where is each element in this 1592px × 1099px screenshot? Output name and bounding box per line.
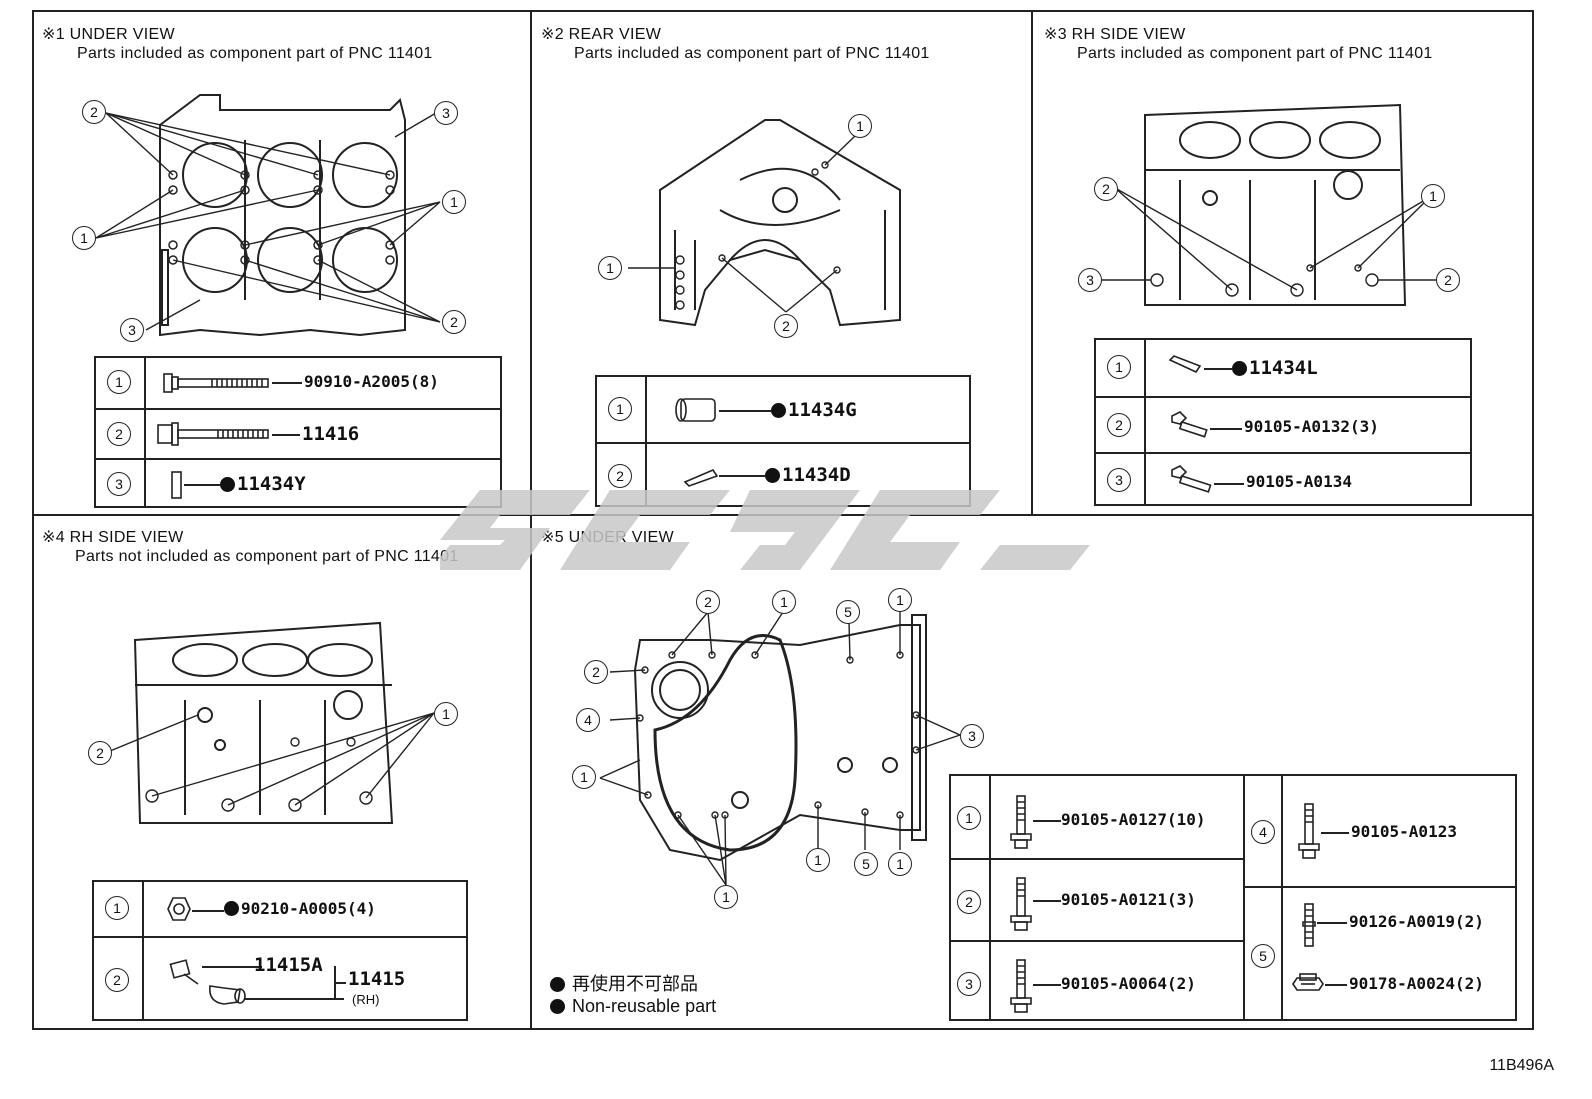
watermark-logo bbox=[440, 490, 1090, 570]
parts-table-1: 1 90910-A2005(8) 2 11416 3 11434Y bbox=[94, 356, 502, 508]
part-number: 90210-A0005(4) bbox=[224, 899, 376, 918]
part-number: 90105-A0123 bbox=[1351, 822, 1457, 841]
callout-1-left: 1 bbox=[598, 256, 622, 280]
callout-2-top: 2 bbox=[696, 590, 720, 614]
callout-1-right: 1 bbox=[434, 702, 458, 726]
diagram-frame bbox=[32, 10, 1534, 1030]
panel-3-title: ※3 RH SIDE VIEW bbox=[1044, 26, 1186, 43]
engine-block-rear-view bbox=[628, 119, 901, 327]
callout-1-top-right: 1 bbox=[888, 588, 912, 612]
part-number: 90105-A0132(3) bbox=[1244, 417, 1379, 436]
callout-4-left: 4 bbox=[576, 708, 600, 732]
callout-2-left: 2 bbox=[584, 660, 608, 684]
table-row: 2 11416 bbox=[96, 408, 500, 458]
callout-3-left: 3 bbox=[1078, 268, 1102, 292]
table-row: 4 90105-A0123 bbox=[1245, 776, 1515, 886]
table-row: 1 90910-A2005(8) bbox=[96, 358, 500, 408]
panel-4-subtitle: Parts not included as component part of … bbox=[75, 548, 459, 565]
part-number: 90126-A0019(2) bbox=[1349, 912, 1484, 931]
callout-1-right: 1 bbox=[442, 190, 466, 214]
table-row: 1 11434L bbox=[1096, 340, 1470, 396]
callout-1-bottom-right: 1 bbox=[888, 852, 912, 876]
part-note: (RH) bbox=[352, 992, 380, 1007]
figure-id: 11B496A bbox=[1489, 1057, 1554, 1074]
table-row: 3 90105-A0134 bbox=[1096, 452, 1470, 506]
callout-1-bottom-center: 1 bbox=[714, 885, 738, 909]
divider-v1 bbox=[530, 10, 532, 1030]
non-reusable-dot-icon bbox=[220, 477, 235, 492]
non-reusable-dot-icon bbox=[765, 468, 780, 483]
table-row: 5 90126-A0019(2) 90178-A0024(2) bbox=[1245, 886, 1515, 1021]
part-number: 90105-A0121(3) bbox=[1061, 890, 1196, 909]
table-row: 1 90210-A0005(4) bbox=[94, 882, 466, 936]
panel-4-title: ※4 RH SIDE VIEW bbox=[42, 529, 184, 546]
table-row: 3 11434Y bbox=[96, 458, 500, 508]
callout-2-top: 2 bbox=[82, 100, 106, 124]
engine-block-rh-side-view-4 bbox=[109, 621, 435, 824]
divider-v2 bbox=[1031, 10, 1033, 515]
table-row: 2 11434D bbox=[597, 442, 969, 507]
callout-1-bottom: 1 bbox=[806, 848, 830, 872]
legend-jp: 再使用不可部品 bbox=[550, 970, 698, 996]
part-number: 90105-A0064(2) bbox=[1061, 974, 1196, 993]
panel-3-subtitle: Parts included as component part of PNC … bbox=[1077, 45, 1433, 62]
callout-2-right: 2 bbox=[1436, 268, 1460, 292]
part-number: 11415A bbox=[254, 954, 323, 976]
callout-2-bottom: 2 bbox=[774, 314, 798, 338]
part-number: 11434G bbox=[771, 399, 857, 421]
callout-1-left: 1 bbox=[572, 765, 596, 789]
part-number: 11434Y bbox=[220, 473, 306, 495]
part-number: 90910-A2005(8) bbox=[304, 372, 439, 391]
callout-2-bottom: 2 bbox=[442, 310, 466, 334]
part-number: 11415 bbox=[348, 968, 406, 990]
part-number: 11416 bbox=[302, 423, 360, 445]
parts-table-4: 1 90210-A0005(4) 2 11415A 11415 (RH) bbox=[92, 880, 468, 1021]
callout-5-bottom: 5 bbox=[854, 852, 878, 876]
panel-2-title: ※2 REAR VIEW bbox=[541, 26, 662, 43]
callout-1-right: 1 bbox=[1421, 184, 1445, 208]
callout-3-right: 3 bbox=[960, 724, 984, 748]
callout-3-bottom: 3 bbox=[120, 318, 144, 342]
table-row: 2 90105-A0121(3) bbox=[951, 858, 1243, 940]
table-row: 1 11434G bbox=[597, 377, 969, 442]
parts-table-3: 1 11434L 2 90105-A0132(3) 3 90105-A0134 bbox=[1094, 338, 1472, 506]
callout-5-top: 5 bbox=[836, 600, 860, 624]
callout-2-left: 2 bbox=[1094, 177, 1118, 201]
table-row: 2 90105-A0132(3) bbox=[1096, 396, 1470, 452]
part-number: 11434D bbox=[765, 464, 851, 486]
panel-1-subtitle: Parts included as component part of PNC … bbox=[77, 45, 433, 62]
engine-block-rh-side-view-3 bbox=[1102, 103, 1438, 306]
callout-3-top: 3 bbox=[434, 101, 458, 125]
table-row: 3 90105-A0064(2) bbox=[951, 940, 1243, 1021]
callout-1-top: 1 bbox=[772, 590, 796, 614]
non-reusable-dot-icon bbox=[550, 977, 565, 992]
panel-1-title: ※1 UNDER VIEW bbox=[42, 26, 175, 43]
part-number: 90178-A0024(2) bbox=[1349, 974, 1484, 993]
engine-block-under-view-1 bbox=[95, 94, 441, 337]
oil-pan-under-view bbox=[599, 610, 961, 886]
legend-en: Non-reusable part bbox=[550, 996, 716, 1017]
callout-1-top: 1 bbox=[848, 114, 872, 138]
table-row: 2 11415A 11415 (RH) bbox=[94, 936, 466, 1021]
parts-table-5: 1 90105-A0127(10) 2 90105-A0121(3) 3 901… bbox=[949, 774, 1517, 1021]
part-number: 90105-A0127(10) bbox=[1061, 810, 1206, 829]
table-row: 1 90105-A0127(10) bbox=[951, 776, 1243, 858]
part-number: 90105-A0134 bbox=[1246, 472, 1352, 491]
non-reusable-dot-icon bbox=[1232, 361, 1247, 376]
callout-2-left: 2 bbox=[88, 741, 112, 765]
panel-2-subtitle: Parts included as component part of PNC … bbox=[574, 45, 930, 62]
non-reusable-dot-icon bbox=[771, 403, 786, 418]
non-reusable-dot-icon bbox=[224, 901, 239, 916]
non-reusable-dot-icon bbox=[550, 999, 565, 1014]
part-number: 11434L bbox=[1232, 357, 1318, 379]
callout-1-left: 1 bbox=[72, 226, 96, 250]
